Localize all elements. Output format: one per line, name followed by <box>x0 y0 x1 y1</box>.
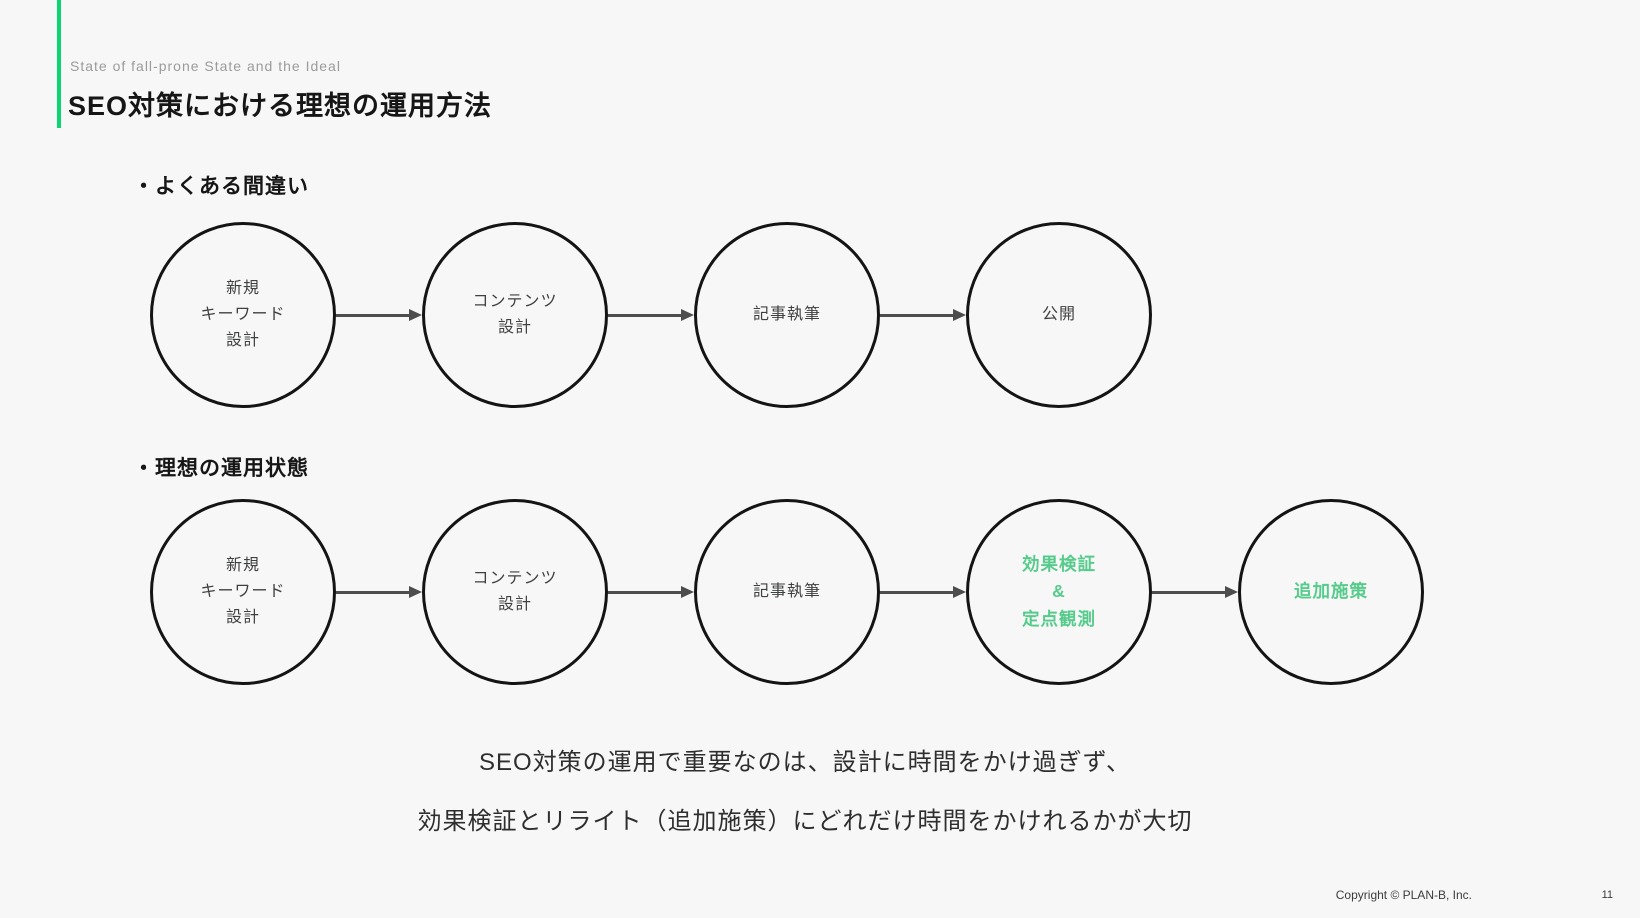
flow-step-circle: 公開 <box>966 222 1152 408</box>
accent-bar <box>57 0 61 128</box>
flow-step-label: 新規 キーワード 設計 <box>200 557 286 626</box>
flow-step-label: 公開 <box>1041 306 1076 324</box>
footer-copyright: Copyright © PLAN-B, Inc. <box>1335 888 1472 902</box>
page-title: SEO対策における理想の運用方法 <box>68 91 493 121</box>
flow-step-circle: 記事執筆 <box>694 222 880 408</box>
flow-step-circle-highlight: 効果検証 & 定点観測 <box>966 499 1152 685</box>
flow-step-label: コンテンツ 設計 <box>472 570 558 613</box>
flow-step-circle: コンテンツ 設計 <box>422 222 608 408</box>
flow-step-label: 新規 キーワード 設計 <box>200 280 286 349</box>
flow-step-label: コンテンツ 設計 <box>472 293 558 336</box>
flow-row-common-mistake: 新規 キーワード 設計 コンテンツ 設計 記事執筆 公開 <box>150 222 1152 408</box>
flow-step-label: 記事執筆 <box>752 583 821 601</box>
flow-step-circle: 新規 キーワード 設計 <box>150 222 336 408</box>
arrow-right-icon <box>336 586 422 598</box>
slide-subtitle: State of fall-prone State and the Ideal <box>70 58 341 74</box>
flow-step-label: 追加施策 <box>1294 581 1368 602</box>
summary-message-line2: 効果検証とリライト（追加施策）にどれだけ時間をかけれるかが大切 <box>417 808 1193 835</box>
arrow-right-icon <box>608 586 694 598</box>
flow-step-label: 効果検証 & 定点観測 <box>1022 554 1096 629</box>
flow-step-circle: 記事執筆 <box>694 499 880 685</box>
arrow-right-icon <box>880 586 966 598</box>
section-label-common-mistake: ・よくある間違い <box>133 175 309 198</box>
section-label-ideal-operation: ・理想の運用状態 <box>133 457 309 480</box>
flow-row-ideal-operation: 新規 キーワード 設計 コンテンツ 設計 記事執筆 効果検証 & 定点観測 追加… <box>150 499 1424 685</box>
summary-message: SEO対策の運用で重要なのは、設計に時間をかけ過ぎず、 効果検証とリライト（追加… <box>0 742 1610 836</box>
flow-step-circle-highlight: 追加施策 <box>1238 499 1424 685</box>
arrow-right-icon <box>880 309 966 321</box>
flow-step-label: 記事執筆 <box>752 306 821 324</box>
flow-step-circle: 新規 キーワード 設計 <box>150 499 336 685</box>
arrow-right-icon <box>1152 586 1238 598</box>
summary-message-line1: SEO対策の運用で重要なのは、設計に時間をかけ過ぎず、 <box>478 749 1131 776</box>
flow-step-circle: コンテンツ 設計 <box>422 499 608 685</box>
arrow-right-icon <box>608 309 694 321</box>
page-number: 11 <box>1601 889 1613 901</box>
arrow-right-icon <box>336 309 422 321</box>
